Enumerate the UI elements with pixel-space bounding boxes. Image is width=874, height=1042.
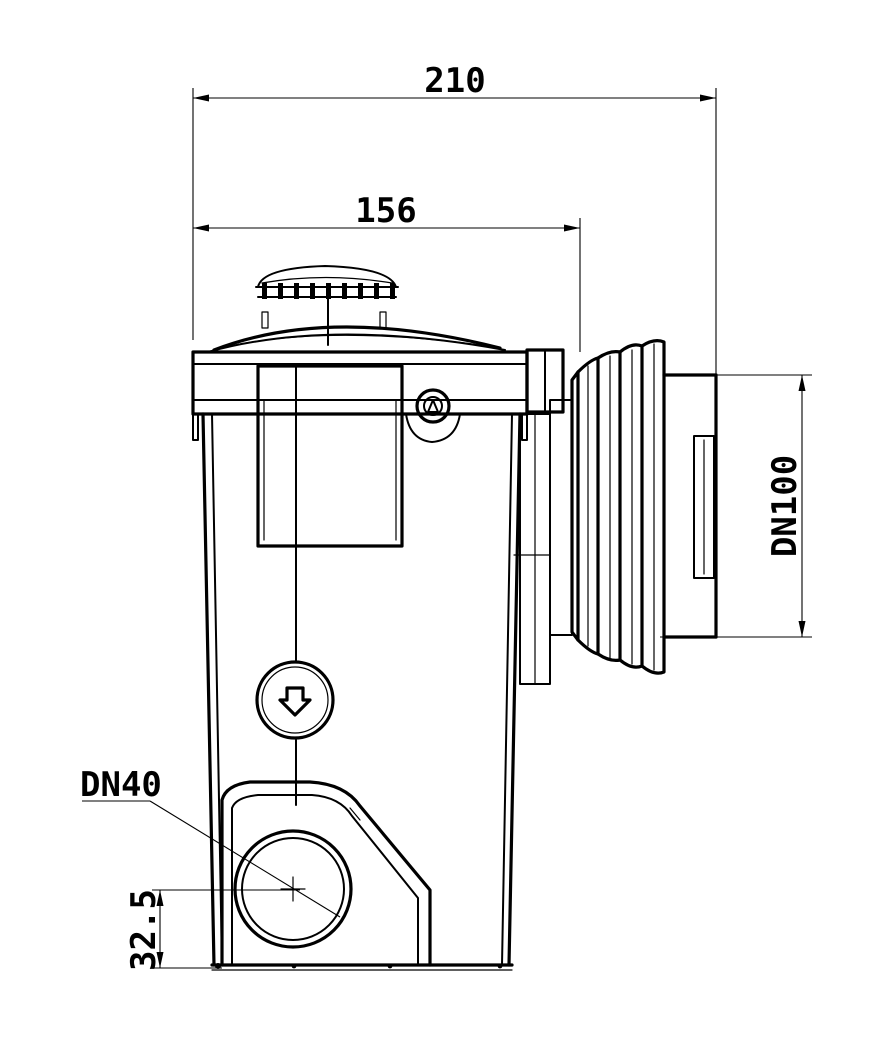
down-arrow-icon [278,686,312,717]
cap-ribs [262,283,395,299]
tank-body [201,412,522,971]
inlet-housing [220,780,432,967]
top-cap [255,265,399,346]
dimension-label-dn100: DN100 [765,455,805,557]
dimension-inlet-height: 32.5 [124,889,300,971]
dimension-label-32-5: 32.5 [124,889,164,971]
dimension-label-210: 210 [424,61,485,101]
dimension-overall-width: 210 [192,61,717,612]
filter-basket [256,364,404,548]
lid [191,325,565,441]
outlet-seal [570,339,718,675]
float-valve [255,660,335,740]
dimension-label-dn40: DN40 [80,765,162,805]
dimension-outlet-diameter: DN100 [660,374,812,638]
dimension-label-156: 156 [355,191,416,231]
lock-knob [405,388,461,443]
dimension-body-width: 156 [193,191,581,352]
outlet-connector-housing [513,399,573,685]
